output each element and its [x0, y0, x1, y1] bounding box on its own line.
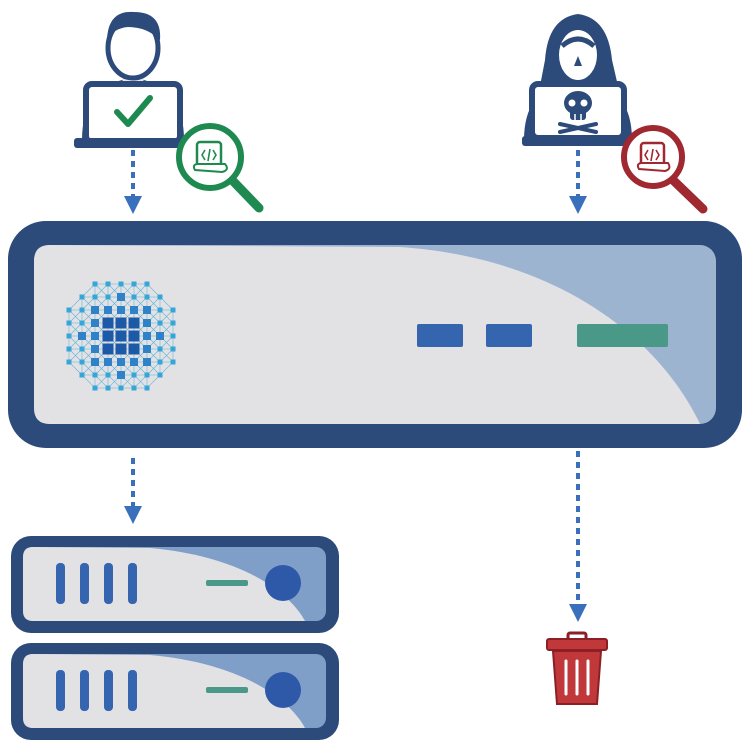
mesh-node	[157, 346, 163, 352]
gateway-appliance	[8, 221, 742, 448]
mesh-node	[131, 372, 137, 378]
mesh-node	[143, 306, 151, 314]
mesh-node	[79, 320, 85, 326]
mesh-node	[118, 385, 124, 391]
mesh-network-icon	[66, 281, 176, 391]
mesh-node	[157, 359, 163, 365]
mesh-node	[79, 307, 85, 313]
mesh-node	[128, 317, 140, 329]
mesh-node	[115, 330, 127, 342]
hacker-icon	[522, 14, 634, 146]
mesh-node	[144, 281, 150, 287]
trash-can-icon	[546, 631, 608, 705]
mesh-node	[157, 320, 163, 326]
mesh-node	[118, 281, 124, 287]
mesh-node	[156, 332, 164, 340]
indicator-light-2	[486, 324, 532, 347]
mesh-node	[131, 385, 137, 391]
checkmark-icon	[114, 95, 153, 127]
mesh-node	[144, 294, 150, 300]
mesh-node	[78, 332, 86, 340]
mesh-node	[143, 345, 151, 353]
mesh-node	[66, 346, 72, 352]
mesh-node	[104, 358, 112, 366]
mesh-node	[91, 319, 99, 327]
code-inspection-rejected-icon	[621, 125, 708, 214]
server-1	[11, 536, 339, 633]
mesh-node	[115, 343, 127, 355]
code-scroll-icon	[636, 141, 671, 173]
mesh-node	[92, 294, 98, 300]
mesh-node	[117, 306, 125, 314]
mesh-node	[115, 317, 127, 329]
mesh-node	[91, 306, 99, 314]
mesh-node	[79, 372, 85, 378]
mesh-node	[79, 359, 85, 365]
mesh-node	[66, 359, 72, 365]
arrow-attacker-to-gateway	[569, 150, 587, 214]
mesh-node	[92, 281, 98, 287]
mesh-node	[170, 346, 176, 352]
mesh-node	[130, 306, 138, 314]
arrow-gateway-to-servers	[124, 458, 142, 524]
mesh-node	[170, 307, 176, 313]
mesh-node	[157, 372, 163, 378]
mesh-node	[102, 330, 114, 342]
skull-icon	[558, 91, 598, 134]
mesh-node	[128, 343, 140, 355]
code-inspection-approved-icon	[176, 123, 264, 213]
mesh-node	[170, 359, 176, 365]
mesh-node	[91, 345, 99, 353]
server-2	[11, 643, 339, 740]
mesh-node	[79, 294, 85, 300]
mesh-node	[66, 333, 72, 339]
mesh-node	[157, 307, 163, 313]
mesh-node	[79, 346, 85, 352]
arrow-gateway-to-trash	[569, 451, 587, 622]
mesh-node	[143, 358, 151, 366]
indicator-light-1	[417, 324, 463, 347]
mesh-node	[131, 281, 137, 287]
mesh-node	[91, 332, 99, 340]
mesh-node	[91, 358, 99, 366]
mesh-node	[128, 330, 140, 342]
mesh-node	[170, 333, 176, 339]
mesh-node	[105, 372, 111, 378]
mesh-node	[92, 385, 98, 391]
mesh-node	[170, 320, 176, 326]
mesh-node	[144, 385, 150, 391]
mesh-node	[117, 371, 125, 379]
mesh-node	[143, 319, 151, 327]
mesh-node	[105, 294, 111, 300]
mesh-node	[102, 317, 114, 329]
user-icon	[74, 11, 192, 148]
mesh-node	[92, 372, 98, 378]
mesh-node	[131, 294, 137, 300]
mesh-node	[117, 293, 125, 301]
mesh-node	[102, 343, 114, 355]
mesh-node	[157, 294, 163, 300]
status-bar	[577, 324, 668, 347]
mesh-node	[104, 306, 112, 314]
code-scroll-icon	[192, 140, 228, 174]
mesh-node	[66, 307, 72, 313]
mesh-node	[66, 320, 72, 326]
arrow-user-to-gateway	[124, 150, 142, 214]
mesh-node	[130, 358, 138, 366]
mesh-node	[117, 358, 125, 366]
mesh-node	[144, 372, 150, 378]
mesh-node	[105, 385, 111, 391]
mesh-node	[143, 332, 151, 340]
mesh-node	[105, 281, 111, 287]
